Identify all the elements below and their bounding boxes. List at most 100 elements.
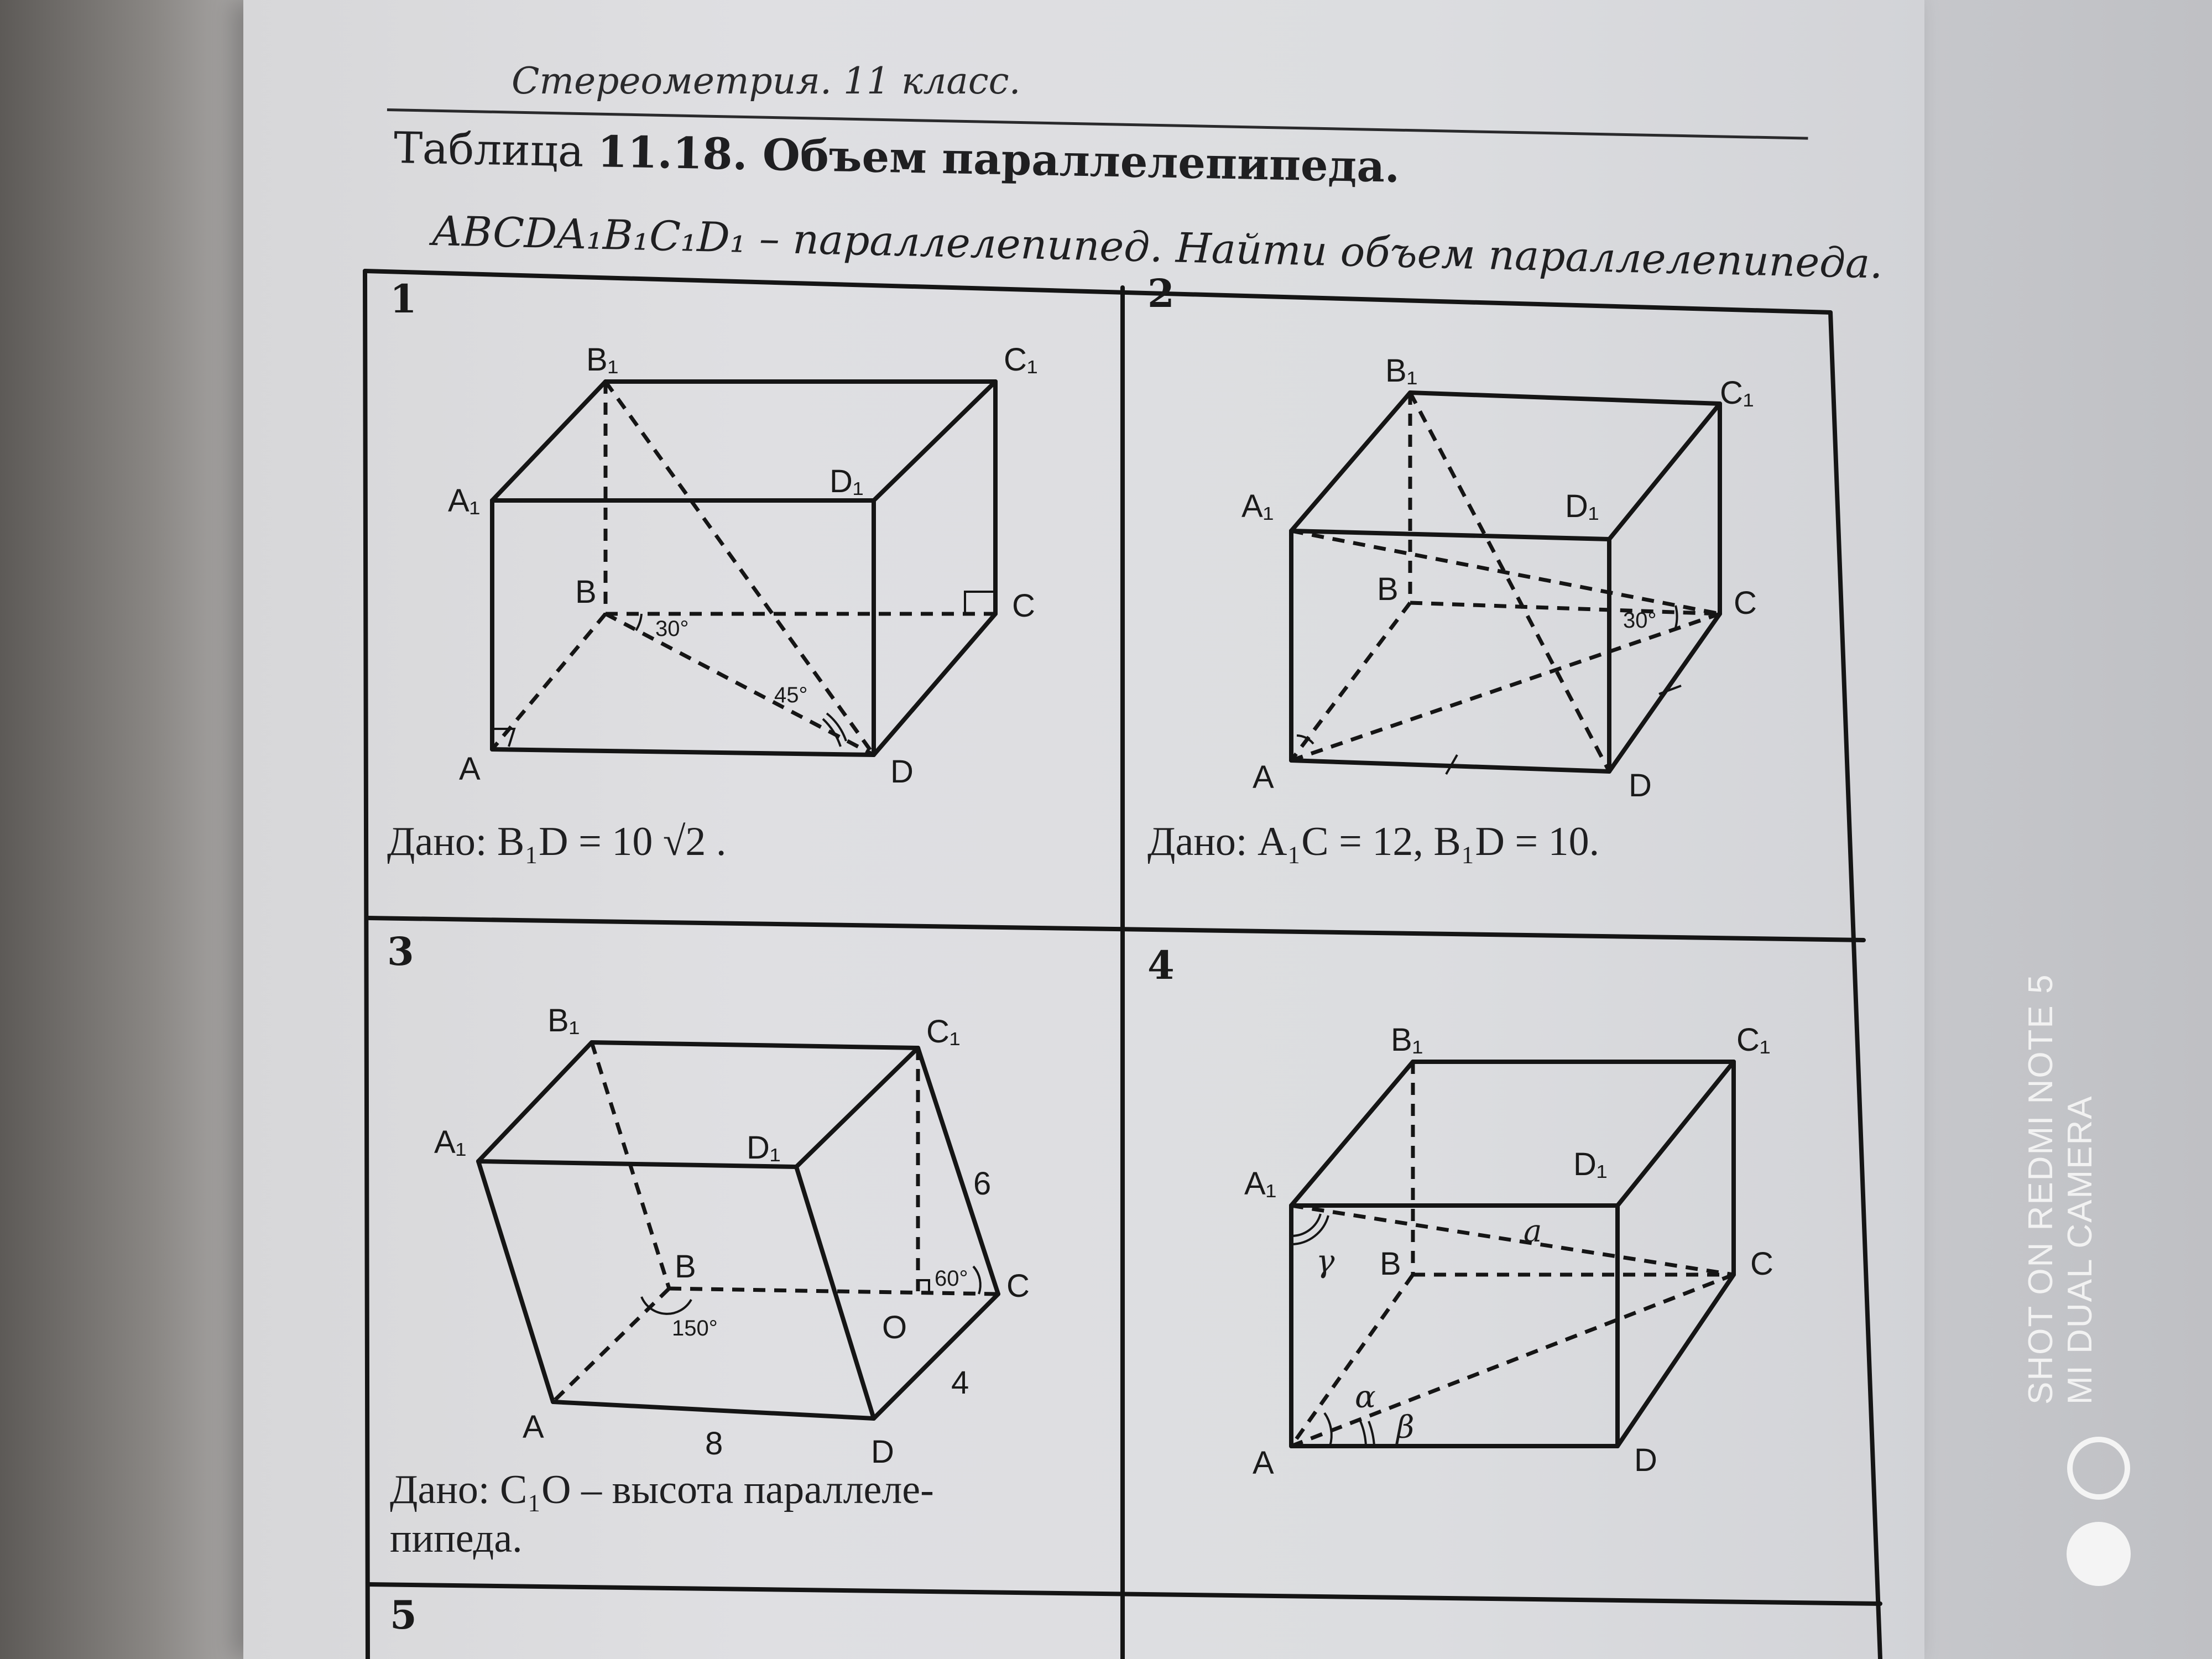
fig3-label-d: D — [871, 1434, 894, 1470]
fig2-label-a1: A₁ — [1241, 488, 1274, 524]
problem-2-number: 2 — [1147, 270, 1175, 316]
fig3-label-o: O — [882, 1310, 907, 1345]
fig4-label-d: D — [1634, 1442, 1657, 1478]
grid-top-line — [363, 269, 1833, 315]
fig3-length-4: 4 — [951, 1365, 969, 1401]
fig3-dash-ba — [551, 1287, 671, 1404]
fig4-angle-arc-beta2 — [1368, 1421, 1375, 1447]
fig2-label-c1: C₁ — [1720, 375, 1754, 411]
fig4-dash-ba — [1290, 1273, 1415, 1448]
grid-row1-line — [366, 916, 1866, 942]
fig3-dash-b1b — [589, 1041, 671, 1290]
fig1-angle-arc-d2 — [822, 718, 842, 747]
fig3-label-b: B — [675, 1249, 696, 1285]
fig4-label-c1: C₁ — [1736, 1022, 1770, 1058]
fig1-label-b: B — [575, 574, 597, 610]
fig1-angle-arc-d — [826, 712, 847, 742]
fig4-angle-arc-gamma — [1291, 1213, 1322, 1238]
fig2-label-b: B — [1377, 571, 1399, 607]
running-header: Стереометрия. 11 класс. — [512, 60, 1021, 102]
fig4-segment-a: a — [1524, 1213, 1542, 1249]
fig1-label-c1: C₁ — [1004, 342, 1037, 378]
fig2-edge-a1b1 — [1289, 390, 1412, 533]
fig4-dash-a1c — [1291, 1203, 1734, 1277]
fig1-edge-a1b1 — [490, 379, 608, 503]
fig1-label-a1: A₁ — [448, 483, 480, 519]
fig4-angle-arc-beta — [1359, 1421, 1367, 1447]
fig4-label-a: A — [1253, 1445, 1274, 1481]
problem-4-number: 4 — [1147, 942, 1175, 988]
fig3-label-c1: C₁ — [926, 1014, 960, 1050]
fig4-label-b1: B₁ — [1391, 1022, 1423, 1058]
fig2-edge-b1c1 — [1408, 390, 1722, 406]
fig3-angle-arc-c — [972, 1265, 982, 1295]
fig2-angle-arc-c — [1674, 605, 1678, 628]
fig4-label-a1: A₁ — [1244, 1166, 1276, 1202]
fig1-edge-d1c1 — [872, 379, 998, 503]
fig1-angle-30: 30° — [655, 617, 689, 641]
fig4-edge-d1c1 — [1615, 1060, 1736, 1208]
table-grid-lines — [363, 269, 1882, 1659]
figure-1-parallelepiped — [490, 379, 998, 757]
grid-row2-line — [366, 1582, 1882, 1606]
fig3-dash-bc — [669, 1286, 999, 1296]
fig2-right-angle-a — [1296, 734, 1314, 745]
watermark-line-2: MI DUAL CAMERA — [2061, 1095, 2099, 1405]
fig3-edge-d1c1 — [794, 1046, 920, 1169]
fig3-edge-a1b1 — [476, 1040, 594, 1164]
figure-2-parallelepiped — [1289, 390, 1722, 775]
fig4-edge-a1b1 — [1289, 1060, 1415, 1208]
fig2-label-b1: B₁ — [1385, 353, 1417, 389]
fig1-dash-b1d — [604, 380, 875, 757]
fig3-angle-arc-b — [640, 1296, 692, 1315]
problem-1-given: Дано: B₁D = 10 √2 . — [387, 819, 727, 864]
fig1-right-angle-a — [492, 728, 516, 747]
fig4-angle-beta: β — [1395, 1410, 1414, 1446]
fig3-edge-a1d1 — [476, 1159, 799, 1169]
fig3-label-a1: A₁ — [434, 1124, 466, 1160]
watermark-line-1: SHOT ON REDMI NOTE 5 — [2022, 973, 2060, 1405]
fig3-edge-dc — [872, 1292, 1000, 1421]
fig2-dash-ac — [1290, 612, 1721, 763]
fig4-angle-arc-alpha — [1323, 1412, 1333, 1447]
fig1-label-d: D — [890, 754, 914, 790]
fig1-dash-bd — [604, 612, 875, 757]
fig4-label-c: C — [1750, 1246, 1773, 1282]
fig2-dash-bc — [1410, 601, 1720, 616]
problem-3-given: Дано: C₁O – высота параллеле-пипеда. — [390, 1467, 934, 1561]
fig3-edge-b1c1 — [589, 1040, 920, 1050]
problem-5-number: 5 — [390, 1592, 417, 1638]
fig3-edge-d1d — [794, 1165, 876, 1421]
fig3-edge-ad — [551, 1400, 876, 1421]
fig2-label-c: C — [1734, 585, 1757, 621]
fig4-angle-gamma: γ — [1316, 1244, 1335, 1280]
fig4-angle-arc-gamma2 — [1291, 1215, 1329, 1245]
fig3-length-8: 8 — [705, 1426, 723, 1462]
fig3-angle-60: 60° — [935, 1266, 968, 1291]
fig2-angle-30: 30° — [1623, 608, 1657, 633]
fig3-label-a: A — [523, 1409, 544, 1445]
fig4-label-d1: D₁ — [1573, 1146, 1607, 1182]
fig3-label-b1: B₁ — [547, 1003, 580, 1039]
fig2-tick-ad — [1445, 754, 1458, 775]
problem-3-number: 3 — [387, 928, 414, 974]
fig1-dash-ba — [491, 612, 607, 751]
fig1-angle-arc-b — [635, 613, 643, 632]
problem-1-number: 1 — [390, 276, 417, 322]
fig3-edge-a1a — [476, 1159, 555, 1404]
fig4-label-b: B — [1380, 1246, 1401, 1282]
fig2-dash-ba — [1290, 601, 1412, 762]
grid-left-line — [363, 269, 370, 1659]
fig3-edge-c1c — [916, 1046, 1000, 1296]
camera-sensor-icon — [2067, 1522, 2131, 1586]
fig4-edge-dc — [1615, 1272, 1736, 1448]
fig1-label-a: A — [459, 751, 481, 787]
fig2-dash-b1d — [1408, 392, 1611, 773]
fig2-label-a: A — [1253, 759, 1274, 795]
fig4-dash-ac — [1290, 1272, 1735, 1448]
fig2-edge-d1c1 — [1607, 401, 1722, 541]
fig2-dash-a1c — [1291, 529, 1720, 616]
fig3-right-angle-o — [918, 1279, 930, 1294]
figure-3-parallelepiped — [476, 1040, 1000, 1421]
